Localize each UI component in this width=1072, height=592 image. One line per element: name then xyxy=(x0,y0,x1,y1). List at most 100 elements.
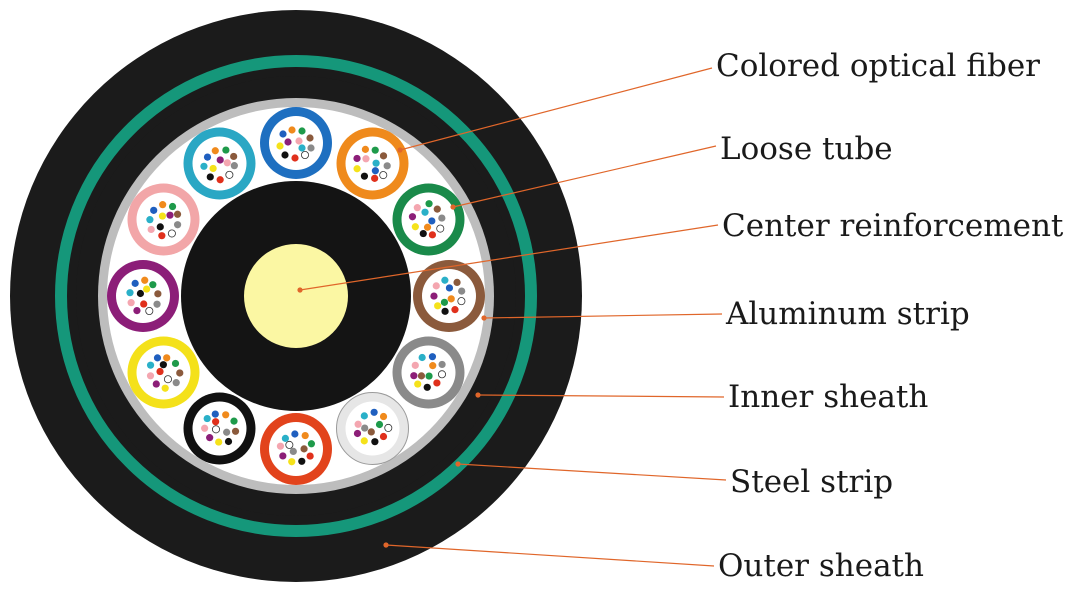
optical-fiber xyxy=(457,297,466,306)
center-reinforcement xyxy=(244,244,348,348)
optical-fiber xyxy=(413,204,421,212)
leader-line xyxy=(385,544,715,567)
label-colored-optical-fiber: Colored optical fiber xyxy=(716,48,1040,84)
optical-fiber xyxy=(410,372,418,380)
optical-fiber xyxy=(411,361,419,369)
optical-fiber xyxy=(418,353,426,362)
loose-tube xyxy=(127,336,200,409)
loose-tube-gel xyxy=(345,136,400,191)
optical-fiber xyxy=(288,126,296,134)
optical-fiber xyxy=(354,420,362,428)
optical-fiber xyxy=(417,372,426,380)
optical-fiber xyxy=(428,217,436,225)
optical-fiber xyxy=(158,232,166,240)
optical-fiber xyxy=(372,159,380,167)
optical-fiber xyxy=(301,431,309,440)
optical-fiber xyxy=(379,152,388,160)
loose-tube-gel xyxy=(116,269,170,323)
optical-fiber xyxy=(371,438,379,446)
leader-dot xyxy=(383,542,389,548)
optical-fiber xyxy=(201,424,209,432)
optical-fiber xyxy=(379,432,388,441)
optical-fiber xyxy=(146,372,155,380)
optical-fiber xyxy=(146,216,154,224)
leader-lines xyxy=(297,67,727,567)
optical-fiber xyxy=(163,375,172,384)
optical-fiber xyxy=(379,412,388,421)
steel-strip xyxy=(55,55,537,537)
optical-fiber xyxy=(421,208,429,216)
optical-fiber xyxy=(215,438,223,446)
optical-fiber xyxy=(458,287,466,295)
optical-fiber xyxy=(281,151,289,159)
optical-fiber xyxy=(438,360,446,369)
optical-fiber xyxy=(300,445,308,453)
loose-tube-gel xyxy=(136,192,191,247)
leader-dot xyxy=(450,204,456,210)
leader-dot xyxy=(397,147,403,153)
loose-tube xyxy=(127,183,200,256)
optical-fiber xyxy=(428,231,436,239)
loose-tubes xyxy=(107,107,485,485)
loose-tube xyxy=(260,107,332,179)
optical-fiber xyxy=(306,134,314,142)
optical-fiber xyxy=(156,223,164,231)
loose-tube xyxy=(260,413,332,485)
loose-tube-gel xyxy=(269,422,323,476)
optical-fiber xyxy=(230,417,238,425)
loose-tube-gel xyxy=(192,136,247,191)
optical-fiber xyxy=(433,379,441,387)
optical-fiber xyxy=(428,353,437,361)
loose-tube-gel xyxy=(422,269,476,323)
optical-fiber xyxy=(223,159,231,167)
optical-fiber xyxy=(360,412,368,420)
optical-fiber xyxy=(411,223,419,231)
optical-fiber xyxy=(131,279,139,287)
optical-fiber xyxy=(408,213,417,221)
optical-fiber xyxy=(158,212,167,220)
leader-line xyxy=(399,67,713,151)
optical-fiber xyxy=(441,276,449,284)
loose-tube-gel xyxy=(401,345,456,400)
callout-labels: Colored optical fiber Loose tube Center … xyxy=(716,48,1064,584)
optical-fiber xyxy=(291,430,299,438)
optical-fiber xyxy=(361,145,370,153)
optical-fiber xyxy=(152,380,160,388)
optical-fiber xyxy=(206,434,214,442)
optical-fiber xyxy=(307,144,315,152)
optical-fiber xyxy=(288,458,296,466)
optical-fiber xyxy=(384,423,393,432)
leader-dot xyxy=(481,315,487,321)
optical-fiber xyxy=(434,302,442,310)
optical-fiber xyxy=(163,354,171,362)
optical-fiber xyxy=(143,285,151,293)
loose-tube xyxy=(392,336,465,409)
label-aluminum-strip: Aluminum strip xyxy=(725,296,970,332)
optical-fiber xyxy=(451,306,459,314)
optical-fiber xyxy=(211,147,219,155)
optical-fiber xyxy=(441,307,449,315)
optical-fiber xyxy=(423,383,431,391)
leader-dot xyxy=(475,392,481,398)
optical-fiber xyxy=(423,223,432,231)
optical-fiber xyxy=(222,146,230,154)
optical-fiber xyxy=(211,425,220,434)
leader-line xyxy=(299,224,719,291)
optical-fiber xyxy=(145,307,154,316)
optical-fiber xyxy=(367,428,375,436)
optical-fiber xyxy=(203,414,211,423)
loose-tube xyxy=(336,127,409,200)
optical-fiber xyxy=(291,154,299,162)
optical-fiber xyxy=(295,137,303,145)
optical-fiber xyxy=(360,437,368,445)
leader-dot xyxy=(455,461,461,467)
optical-fiber xyxy=(127,299,135,307)
optical-fiber xyxy=(223,428,231,436)
optical-fiber xyxy=(149,281,157,289)
optical-fiber xyxy=(161,384,169,392)
optical-fiber xyxy=(438,214,446,222)
optical-fiber xyxy=(150,206,158,214)
optical-fiber xyxy=(379,171,388,180)
optical-fiber xyxy=(306,452,314,460)
optical-fiber xyxy=(289,447,297,456)
